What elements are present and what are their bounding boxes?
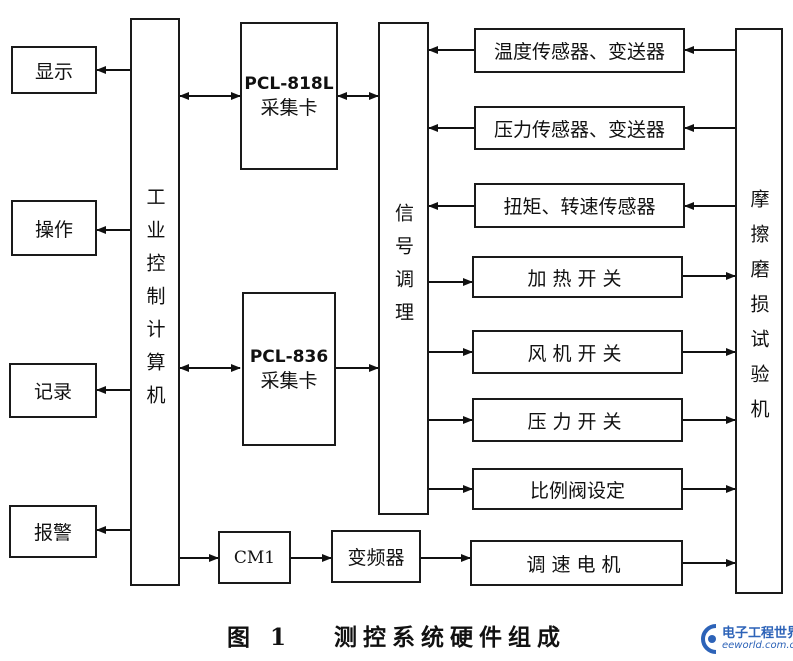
switch-pressure-label: 压力开关 — [527, 410, 628, 433]
valve-setting-box: 比例阀设定 — [472, 468, 683, 510]
record-label: 记录 — [33, 381, 72, 403]
switch-fan-label: 风机开关 — [527, 342, 628, 365]
alarm-label: 报警 — [33, 522, 72, 544]
machine-label: 摩擦磨损试验机 — [747, 188, 770, 434]
switch-pressure-box: 压力开关 — [472, 398, 683, 442]
logo-brand: 电子工程世界 — [722, 626, 793, 641]
card-818l-label: 采集卡 — [260, 97, 318, 119]
cm1-label: CM1 — [233, 547, 276, 568]
signal-box: 信号调理 — [378, 22, 429, 515]
cm1-box: CM1 — [218, 531, 291, 584]
sensor-temp-box: 温度传感器、变送器 — [474, 28, 685, 73]
display-box: 显示 — [11, 46, 97, 94]
sensor-torque-box: 扭矩、转速传感器 — [474, 183, 685, 228]
display-label: 显示 — [34, 60, 73, 83]
figure-caption: 图 1 测控系统硬件组成 — [226, 624, 567, 651]
record-box: 记录 — [9, 363, 97, 418]
sensor-torque-label: 扭矩、转速传感器 — [503, 196, 656, 218]
vfd-box: 变频器 — [331, 530, 421, 583]
sensor-pressure-label: 压力传感器、变送器 — [493, 118, 665, 141]
sensor-temp-label: 温度传感器、变送器 — [493, 41, 665, 63]
switch-fan-box: 风机开关 — [472, 330, 683, 374]
operate-label: 操作 — [34, 218, 73, 241]
sensor-pressure-box: 压力传感器、变送器 — [474, 106, 685, 150]
card-836-label: 采集卡 — [260, 370, 318, 392]
card-818l-box: PCL-818L 采集卡 — [240, 22, 338, 170]
signal-label: 信号调理 — [392, 202, 414, 335]
card-836-model: PCL-836 — [249, 347, 329, 367]
machine-box: 摩擦磨损试验机 — [735, 28, 783, 594]
ipc-box: 工业控制计算机 — [130, 18, 180, 586]
motor-label: 调速电机 — [526, 553, 627, 576]
card-818l-model: PCL-818L — [244, 74, 334, 94]
watermark-logo: 电子工程世界 eeworld.com.cn — [700, 620, 793, 658]
ipc-label: 工业控制计算机 — [143, 186, 166, 418]
valve-setting-label: 比例阀设定 — [529, 479, 625, 502]
vfd-label: 变频器 — [347, 547, 405, 569]
alarm-box: 报警 — [9, 505, 97, 558]
motor-box: 调速电机 — [470, 540, 683, 586]
switch-heat-label: 加热开关 — [527, 267, 628, 290]
logo-icon — [701, 624, 717, 654]
logo-url: eeworld.com.cn — [722, 640, 793, 651]
operate-box: 操作 — [11, 200, 97, 256]
switch-heat-box: 加热开关 — [472, 256, 683, 298]
card-836-box: PCL-836 采集卡 — [242, 292, 336, 446]
